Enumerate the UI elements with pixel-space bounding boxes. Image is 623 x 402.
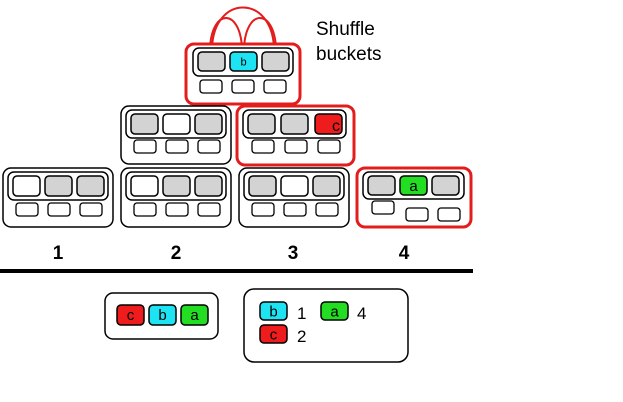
slot	[197, 202, 221, 217]
item-label-a: a	[409, 178, 418, 195]
item-label-b: b	[240, 57, 246, 69]
item-label-c: c	[332, 118, 340, 135]
node-mid-right: c	[235, 104, 356, 167]
seq-item-a	[180, 304, 209, 326]
node-bottom-3	[238, 167, 350, 228]
cell	[130, 113, 159, 135]
node-mid-left	[120, 105, 232, 165]
annotation-line1: Shuffle	[316, 19, 375, 40]
slot	[47, 202, 71, 217]
cell	[194, 175, 223, 197]
annotation-line2: buckets	[316, 44, 381, 65]
slot	[251, 139, 275, 154]
legend-item-label-c: c	[270, 327, 278, 344]
cell	[280, 113, 309, 135]
slot	[284, 139, 308, 154]
slot	[251, 202, 275, 217]
seq-item-label-c: c	[127, 307, 135, 324]
bin-label-2: 2	[171, 243, 182, 264]
bin-label-3: 3	[288, 243, 299, 264]
slot	[437, 207, 461, 222]
legend-item-b	[259, 301, 288, 321]
legend-value-a: 4	[357, 304, 366, 323]
seq-item-label-a: a	[190, 307, 199, 324]
legend-item-c	[259, 324, 288, 344]
slot	[405, 207, 429, 222]
slot	[283, 202, 307, 217]
slot	[165, 202, 189, 217]
shuffle-arc-left-right	[211, 6, 275, 49]
slot	[197, 139, 221, 154]
cell	[44, 175, 73, 197]
slot	[15, 202, 39, 217]
slot	[165, 139, 189, 154]
cell	[162, 113, 191, 135]
cell	[248, 175, 277, 197]
cell	[194, 113, 223, 135]
cell	[76, 175, 105, 197]
cell-item-a	[399, 175, 428, 196]
legend-item-label-b: b	[269, 304, 277, 321]
sorted-sequence-box: c b a	[104, 292, 219, 340]
cell	[261, 51, 290, 72]
slot	[199, 79, 223, 94]
seq-item-c	[116, 304, 145, 326]
cell-item-c	[314, 113, 343, 135]
cell	[162, 175, 191, 197]
seq-item-b	[148, 304, 177, 326]
cell	[431, 175, 460, 196]
shuffle-arcs	[209, 6, 277, 49]
slot	[315, 202, 339, 217]
bin-label-4: 4	[399, 243, 410, 264]
cell	[130, 175, 159, 197]
bin-label-1: 1	[53, 243, 64, 264]
slot	[133, 202, 157, 217]
cell-item-b	[229, 51, 258, 72]
cell	[247, 113, 276, 135]
cell	[12, 175, 41, 197]
legend-value-c: 2	[297, 327, 306, 346]
cell	[280, 175, 309, 197]
cell	[367, 175, 396, 196]
node-bottom-1	[2, 167, 114, 228]
mapping-legend-box: b 1 a 4 c 2	[243, 288, 409, 363]
slot	[263, 79, 287, 94]
seq-item-label-b: b	[158, 307, 166, 324]
node-top: b	[184, 42, 302, 106]
shuffle-arc-center-right	[243, 17, 277, 49]
legend-item-label-a: a	[330, 304, 339, 321]
shuffle-arc-left-center	[209, 17, 243, 49]
legend-item-a	[320, 301, 349, 321]
slot	[133, 139, 157, 154]
cell	[312, 175, 341, 197]
slot	[317, 139, 341, 154]
node-bottom-4: a	[355, 166, 473, 229]
node-bottom-2	[120, 167, 232, 228]
slot	[371, 200, 395, 215]
legend-value-b: 1	[297, 304, 306, 323]
slot	[79, 202, 103, 217]
cell	[197, 51, 226, 72]
slot	[231, 79, 255, 94]
